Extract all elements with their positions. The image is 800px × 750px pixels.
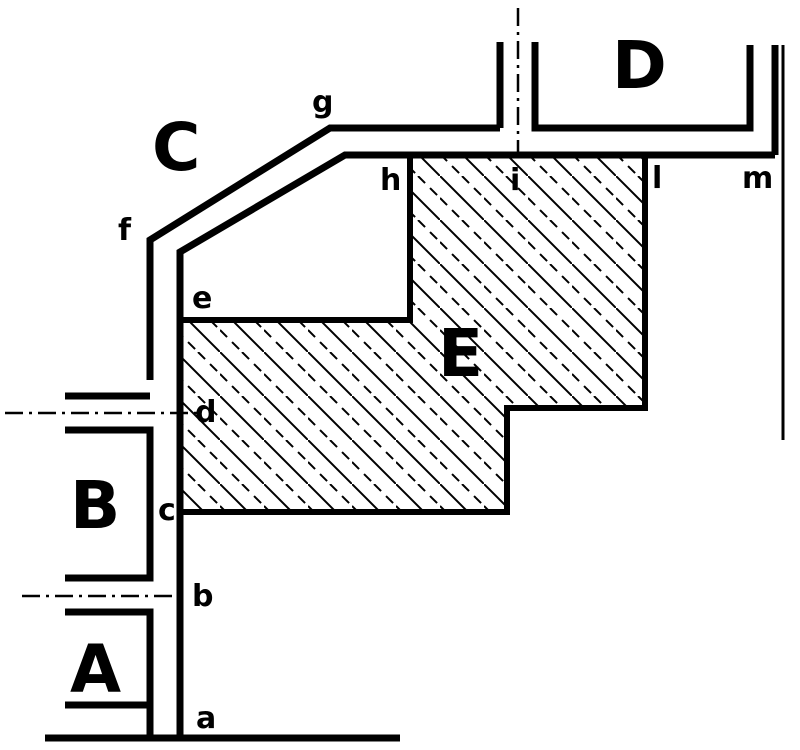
area-label-d: D xyxy=(612,27,667,104)
area-label-c: C xyxy=(152,109,200,186)
point-label-e: e xyxy=(192,281,212,316)
outer-road-boundary-c xyxy=(146,124,500,380)
block-d-inner xyxy=(531,42,754,132)
area-label-e: E xyxy=(438,315,483,392)
region-e-hatched xyxy=(177,152,648,515)
point-label-i: i xyxy=(510,163,520,198)
point-label-h: h xyxy=(380,163,401,198)
block-a-outline xyxy=(65,608,154,709)
area-label-b: B xyxy=(70,467,120,544)
block-b-outline xyxy=(65,392,154,582)
area-label-a: A xyxy=(70,631,121,708)
point-label-g: g xyxy=(312,85,333,120)
point-label-b: b xyxy=(192,579,213,614)
inner-road-boundary xyxy=(176,151,775,738)
point-label-d: d xyxy=(195,395,216,430)
point-label-l: l xyxy=(652,161,662,196)
point-label-a: a xyxy=(196,701,216,736)
point-label-c: c xyxy=(158,493,176,528)
point-label-m: m xyxy=(742,161,773,196)
point-label-f: f xyxy=(118,213,132,248)
